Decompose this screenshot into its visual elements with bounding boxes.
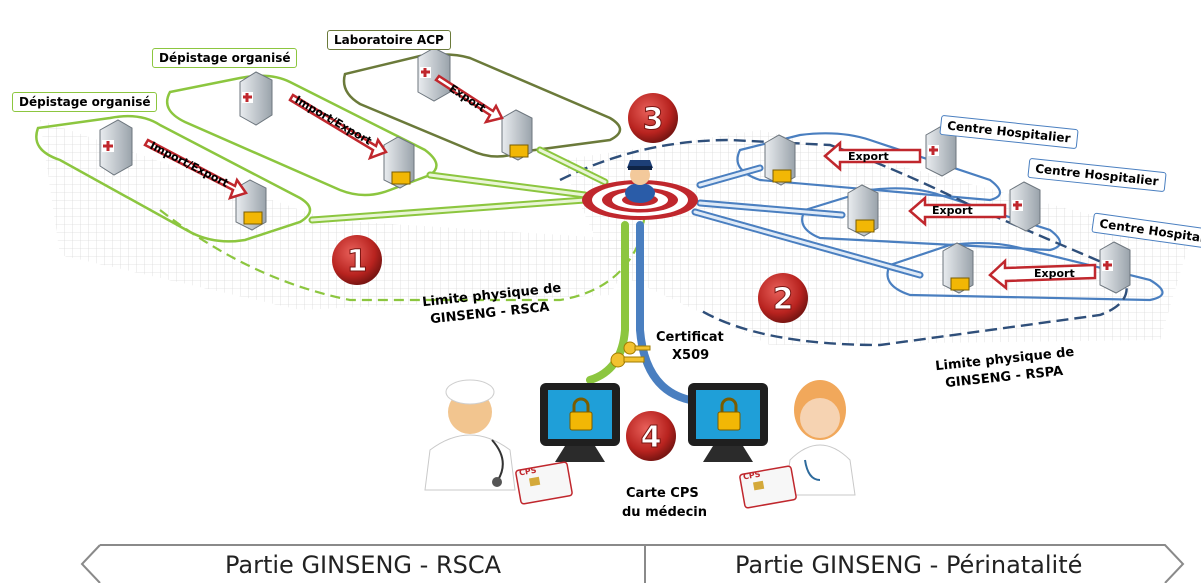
badge-2-number: 2	[773, 282, 794, 317]
server-icon	[239, 71, 273, 126]
server-icon	[847, 184, 879, 237]
key-icon	[610, 341, 651, 368]
doctor-male-icon	[424, 379, 516, 491]
site-label-depistage-mid: Dépistage organisé	[152, 48, 298, 68]
arrow-label-export-ch3: Export	[1034, 267, 1075, 280]
badge-3: 3	[628, 93, 678, 143]
cps-card-left	[515, 461, 573, 505]
server-icon	[417, 47, 451, 102]
certificate-label-line1: Certificat	[656, 330, 724, 345]
site-label-depistage-left: Dépistage organisé	[12, 92, 158, 112]
server-icon	[1009, 181, 1041, 232]
badge-1: 1	[332, 235, 382, 285]
server-icon	[99, 119, 133, 176]
badge-1-number: 1	[347, 244, 368, 279]
bottom-label-rsca: Partie GINSENG - RSCA	[225, 551, 502, 579]
site-label-laboratoire: Laboratoire ACP	[327, 30, 451, 50]
doctor-female-icon	[784, 380, 856, 496]
bottom-label-perinatalite: Partie GINSENG - Périnatalité	[735, 551, 1083, 579]
cps-card-right	[739, 465, 797, 509]
cps-card-caption-line1: Carte CPS	[626, 486, 699, 501]
server-icon	[1099, 241, 1131, 294]
rspa-platform	[560, 130, 1190, 345]
badge-3-number: 3	[643, 102, 664, 137]
badge-4-number: 4	[641, 420, 662, 455]
workstation-rsca	[540, 383, 620, 462]
hub-connections	[308, 146, 924, 404]
transfer-arrows	[143, 74, 1097, 291]
rsca-platform	[40, 120, 640, 310]
server-icon	[501, 109, 533, 161]
badge-4: 4	[626, 411, 676, 461]
cps-card-caption-line2: du médecin	[622, 505, 707, 520]
workstation-rspa	[688, 383, 768, 462]
arrow-label-export-ch1: Export	[848, 150, 889, 163]
certificate-label-line2: X509	[672, 348, 710, 363]
server-icon	[942, 242, 974, 294]
badge-2: 2	[758, 273, 808, 323]
server-icon	[383, 136, 415, 189]
servers	[99, 47, 1131, 294]
guard-icon	[625, 160, 655, 203]
bottom-banner	[80, 544, 1185, 584]
server-icon	[764, 134, 796, 186]
arrow-label-export-ch2: Export	[932, 204, 973, 217]
server-icon	[925, 126, 957, 177]
